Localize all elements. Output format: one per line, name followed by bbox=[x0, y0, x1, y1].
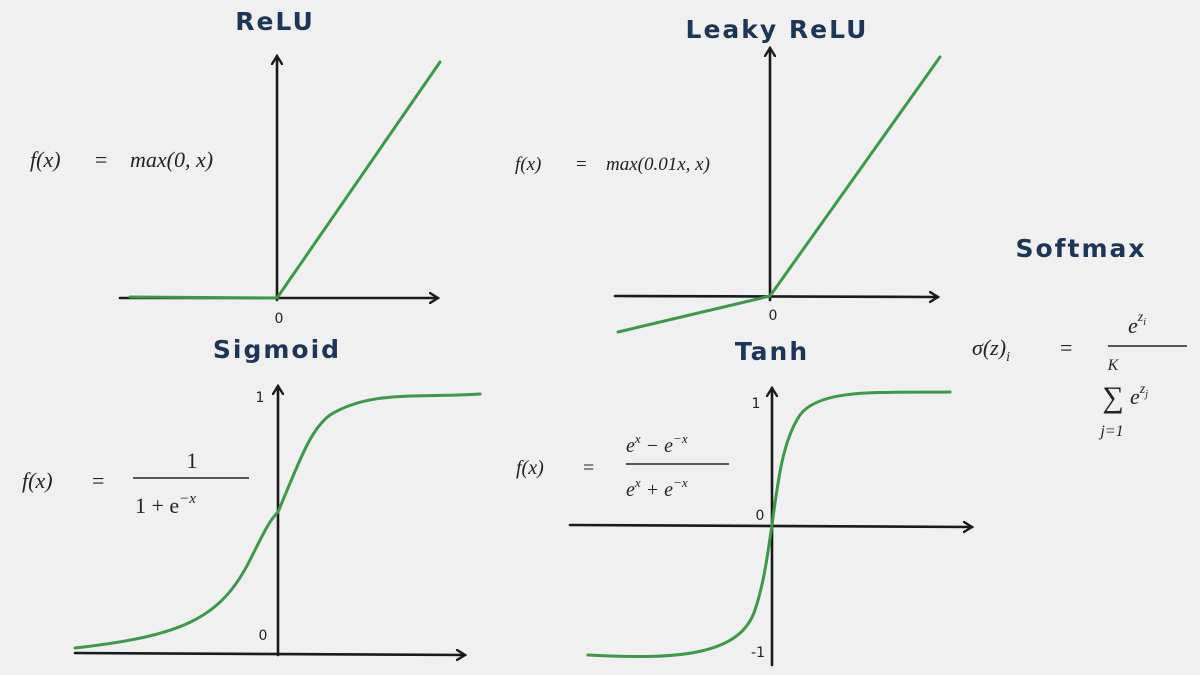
softmax-sum-exp-sub: j bbox=[1143, 389, 1148, 400]
softmax-lhs-sigma: σ(z) bbox=[972, 335, 1006, 360]
leaky-relu-curve bbox=[616, 55, 942, 334]
tanh-den-op: + e bbox=[641, 479, 673, 501]
leaky-relu-formula-rhs: max(0.01x, x) bbox=[606, 154, 710, 175]
relu-formula-rhs: max(0, x) bbox=[130, 147, 213, 172]
leaky-relu-panel: Leaky ReLU 0 f(x) = max(0.01x, x) bbox=[515, 15, 942, 334]
sigmoid-title: Sigmoid bbox=[213, 335, 341, 364]
leaky-relu-origin-label: 0 bbox=[769, 308, 778, 324]
softmax-sum-upper: K bbox=[1107, 357, 1120, 374]
sigmoid-formula-lhs: f(x) bbox=[22, 468, 53, 493]
softmax-panel: Softmax σ(z)i = ezi K ∑ ezj j=1 bbox=[972, 234, 1187, 440]
leaky-relu-formula-lhs: f(x) bbox=[515, 154, 541, 175]
sigmoid-denominator-exp: −x bbox=[179, 491, 196, 507]
tanh-bottom-label: -1 bbox=[751, 645, 765, 661]
softmax-num-exp: z bbox=[1137, 310, 1144, 325]
tanh-curve bbox=[586, 390, 952, 659]
tanh-num-exp2: −x bbox=[673, 431, 688, 446]
tanh-den-exp1: x bbox=[634, 475, 641, 490]
tanh-den-e: e bbox=[626, 479, 635, 501]
softmax-lhs: σ(z)i bbox=[972, 335, 1010, 365]
softmax-sum-term: ezj bbox=[1130, 382, 1148, 409]
relu-curve bbox=[128, 60, 442, 300]
tanh-num-e: e bbox=[626, 435, 635, 457]
tanh-title: Tanh bbox=[735, 337, 809, 366]
sigmoid-denominator-base: 1 + e bbox=[135, 493, 179, 518]
sigmoid-origin-label: 0 bbox=[259, 628, 268, 644]
tanh-numerator: ex − e−x bbox=[626, 431, 688, 457]
softmax-sum-lower: j=1 bbox=[1098, 423, 1123, 440]
sigmoid-panel: Sigmoid 1 0 f(x) = 1 1 + e−x bbox=[22, 335, 482, 655]
softmax-sum-e: e bbox=[1130, 384, 1140, 409]
relu-title: ReLU bbox=[235, 7, 315, 36]
tanh-formula-lhs: f(x) bbox=[516, 457, 544, 479]
softmax-num-exp-sub: i bbox=[1143, 317, 1146, 328]
relu-panel: ReLU 0 f(x) = max(0, x) bbox=[30, 7, 442, 327]
softmax-lhs-sub: i bbox=[1006, 350, 1010, 365]
sigmoid-x-axis bbox=[73, 653, 465, 655]
sigmoid-denominator: 1 + e−x bbox=[135, 491, 196, 518]
leaky-relu-x-axis bbox=[613, 296, 938, 297]
softmax-num-e: e bbox=[1128, 313, 1138, 338]
tanh-panel: Tanh 1 0 -1 f(x) = ex − e−x ex + e−x bbox=[516, 337, 972, 667]
leaky-relu-formula-equals: = bbox=[576, 154, 587, 175]
softmax-title: Softmax bbox=[1015, 234, 1146, 263]
softmax-sum-symbol: ∑ bbox=[1102, 381, 1123, 414]
sigmoid-top-label: 1 bbox=[256, 390, 265, 406]
tanh-den-exp2: −x bbox=[673, 475, 688, 490]
tanh-denominator: ex + e−x bbox=[626, 475, 688, 501]
leaky-relu-title: Leaky ReLU bbox=[686, 15, 869, 44]
softmax-equals: = bbox=[1060, 335, 1072, 360]
tanh-top-label: 1 bbox=[752, 396, 761, 412]
tanh-formula-equals: = bbox=[583, 457, 594, 479]
sigmoid-curve bbox=[73, 392, 482, 650]
tanh-origin-label: 0 bbox=[756, 508, 765, 524]
relu-formula-equals: = bbox=[95, 147, 107, 172]
softmax-numerator: ezi bbox=[1128, 310, 1146, 338]
softmax-sum-exp: z bbox=[1139, 382, 1146, 397]
tanh-num-op: − e bbox=[641, 435, 673, 457]
sigmoid-formula-equals: = bbox=[92, 468, 104, 493]
sigmoid-numerator: 1 bbox=[187, 448, 198, 473]
tanh-num-exp1: x bbox=[634, 431, 641, 446]
relu-origin-label: 0 bbox=[275, 311, 284, 327]
relu-formula-lhs: f(x) bbox=[30, 147, 61, 172]
